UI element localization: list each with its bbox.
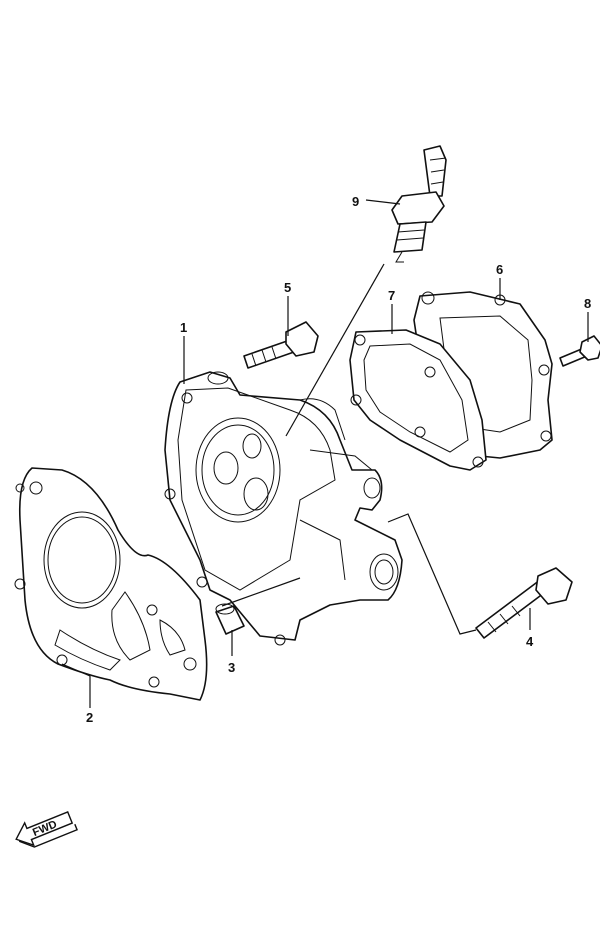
callout-4: 4 bbox=[526, 634, 534, 649]
callout-8: 8 bbox=[584, 296, 591, 311]
dowel-pin bbox=[215, 603, 245, 635]
spark-plug bbox=[391, 145, 447, 263]
bolt-short bbox=[243, 321, 319, 369]
callout-5: 5 bbox=[284, 280, 291, 295]
callout-6: 6 bbox=[496, 262, 503, 277]
callout-1: 1 bbox=[180, 320, 187, 335]
gasket-left bbox=[14, 467, 208, 701]
bolt-small bbox=[559, 335, 600, 367]
fwd-label: FWD bbox=[31, 818, 59, 839]
bolt-long bbox=[475, 567, 573, 639]
callouts: 1 2 3 4 5 6 7 8 9 bbox=[86, 194, 591, 725]
fwd-arrow: FWD bbox=[15, 811, 78, 848]
fwd-arrow-icon bbox=[15, 811, 74, 847]
callout-3: 3 bbox=[228, 660, 235, 675]
cylinder-head bbox=[164, 371, 403, 646]
callout-9: 9 bbox=[352, 194, 359, 209]
leader-lines bbox=[61, 199, 589, 708]
cover-gasket bbox=[349, 329, 487, 471]
callout-7: 7 bbox=[388, 288, 395, 303]
callout-2: 2 bbox=[86, 710, 93, 725]
